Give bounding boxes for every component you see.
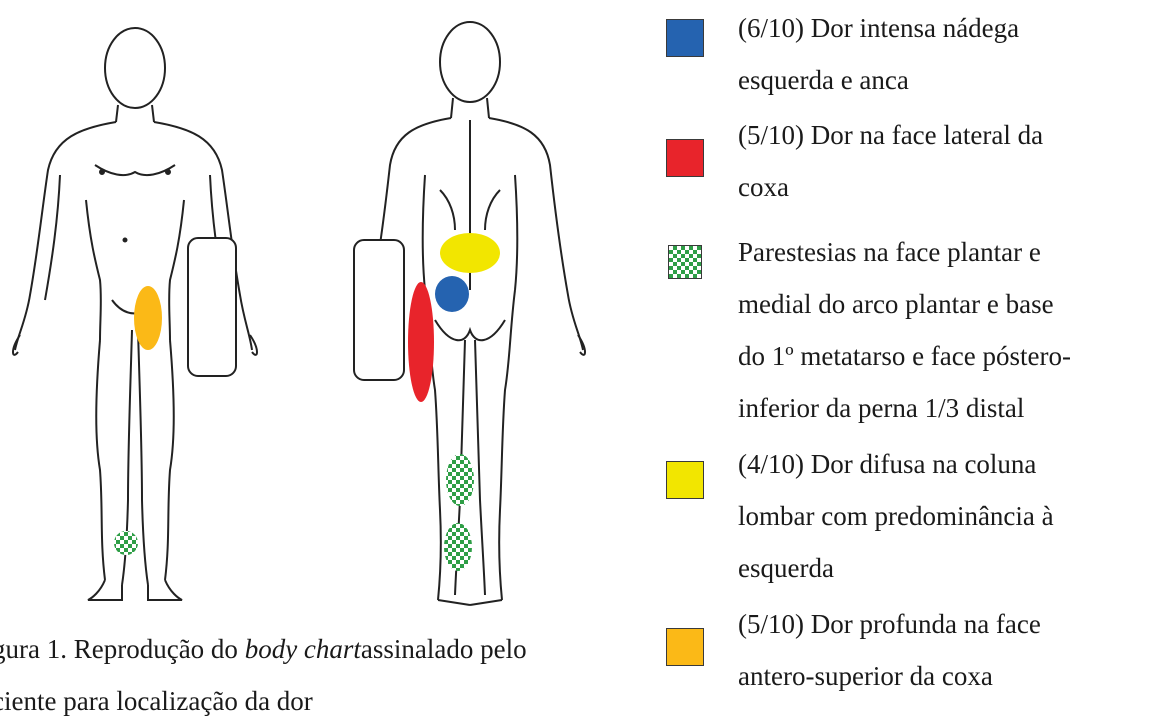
- legend-item-4-line: lombar com predominância à: [738, 490, 1142, 542]
- legend-item-4-line: (4/10) Dor difusa na coluna: [738, 438, 1142, 490]
- legend-item-2: (5/10) Dor na face lateral da coxa: [738, 109, 1142, 213]
- legend-item-3-line: medial do arco plantar e base: [738, 278, 1142, 330]
- legend-item-3-line: Parestesias na face plantar e: [738, 226, 1142, 278]
- legend-item-5-line: (5/10) Dor profunda na face: [738, 598, 1142, 650]
- legend-item-5-line: antero-superior da coxa: [738, 650, 1142, 702]
- legend-item-2-line: coxa: [738, 161, 1142, 213]
- legend: (6/10) Dor intensa nádega esquerda e anc…: [0, 0, 1150, 702]
- legend-item-3: Parestesias na face plantar e medial do …: [738, 226, 1142, 434]
- legend-item-3-line: inferior da perna 1/3 distal: [738, 382, 1142, 434]
- legend-swatch-green-checker: [668, 245, 702, 279]
- legend-swatch-red: [666, 139, 704, 177]
- legend-item-2-line: (5/10) Dor na face lateral da: [738, 109, 1142, 161]
- legend-swatch-orange: [666, 628, 704, 666]
- legend-item-4-line: esquerda: [738, 542, 1142, 594]
- legend-item-1: (6/10) Dor intensa nádega esquerda e anc…: [738, 2, 1142, 106]
- legend-item-1-line: esquerda e anca: [738, 54, 1142, 106]
- legend-item-4: (4/10) Dor difusa na coluna lombar com p…: [738, 438, 1142, 594]
- legend-item-5: (5/10) Dor profunda na face antero-super…: [738, 598, 1142, 702]
- legend-swatch-yellow: [666, 461, 704, 499]
- legend-item-1-line: (6/10) Dor intensa nádega: [738, 2, 1142, 54]
- legend-swatch-blue: [666, 19, 704, 57]
- legend-item-3-line: do 1º metatarso e face póstero-: [738, 330, 1142, 382]
